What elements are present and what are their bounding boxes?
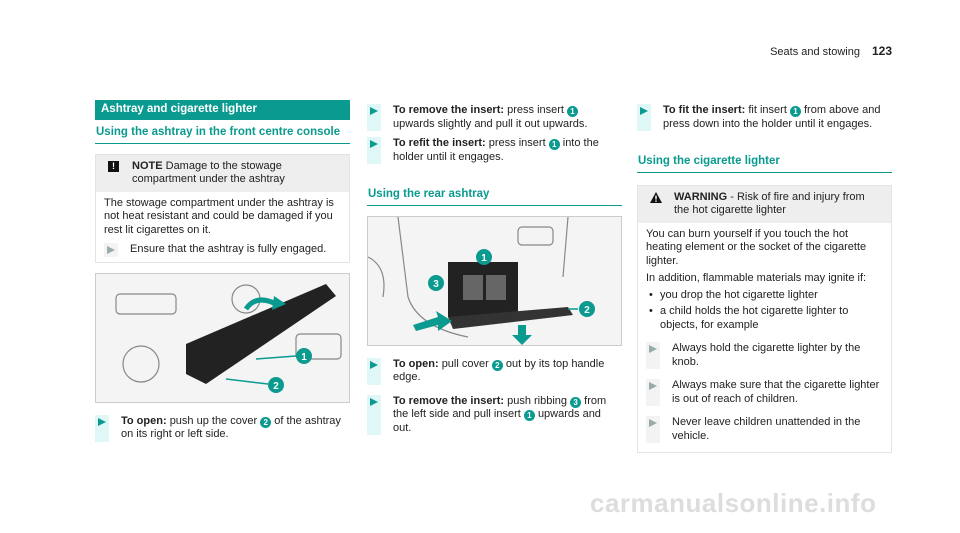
section-title: Seats and stowing [770,46,860,58]
step-open-rear: To open: pull cover 2 out by its top han… [367,357,622,385]
callout-badge: 1 [789,106,801,117]
step-text: press insert [507,104,564,116]
callout-1: 1 [301,352,307,363]
step-text: push up the cover [169,414,258,427]
step-arrow-icon [367,104,381,131]
step-arrow-icon [646,416,660,443]
warning-list: you drop the hot cigarette lighter a chi… [646,289,883,333]
warning-step: Never leave children unattended in the v… [646,416,883,443]
note-box: ! NOTE Damage to the stowage compartment … [95,153,350,263]
page-number: 123 [871,44,892,58]
step-text: pull cover [441,357,489,370]
column-3: To fit the insert: fit insert 1 from abo… [637,100,892,453]
list-item: you drop the hot cigarette lighter [646,289,883,303]
step-text: Always hold the cigarette lighter by the… [672,342,861,368]
warning-box: WARNING - Risk of fire and injury from t… [637,184,892,453]
step-remove-insert-rear: To remove the insert: push ribbing 3 fro… [367,394,622,435]
note-title: Damage to the stowage compartment under … [132,159,285,186]
step-arrow-icon [646,342,660,369]
step-text: fit insert [748,104,787,116]
warning-step: Always hold the cigarette lighter by the… [646,342,883,369]
section-band: Ashtray and cigarette lighter [95,100,350,120]
step-bold: To open: [121,414,167,427]
step-text: from above and press down into the holde… [663,104,881,130]
subheading-rear: Using the rear ashtray [367,186,622,206]
callout-2: 2 [273,381,279,392]
watermark: carmanualsonline.info [590,488,877,518]
column-2: To remove the insert: press insert 1 upw… [367,100,622,435]
step-text: Ensure that the ashtray is fully engaged… [130,243,327,255]
step-arrow-icon [367,137,381,164]
page-header: Seats and stowing 123 [770,44,892,60]
column-1: Ashtray and cigarette lighter Using the … [95,100,350,442]
step-text: upwards and out. [393,408,601,434]
list-item: a child holds the hot cigarette lighter … [646,305,883,332]
warning-paragraph: In addition, flammable materials may ign… [646,272,867,284]
front-ashtray-figure: 1 2 [95,272,350,403]
step-arrow-icon [95,414,109,442]
step-arrow-icon [367,357,381,385]
step-text: into the holder until it engages. [393,137,599,163]
subheading-lighter: Using the cigarette lighter [637,153,892,173]
step-arrow-icon [637,104,651,131]
note-label: NOTE [132,159,163,172]
callout-1: 1 [481,253,487,264]
step-remove-insert: To remove the insert: press insert 1 upw… [367,104,622,131]
callout-badge: 2 [260,416,272,428]
step-fit-insert: To fit the insert: fit insert 1 from abo… [637,104,892,131]
callout-badge: 3 [570,396,582,408]
step-arrow-icon [104,243,118,257]
callout-2: 2 [584,305,590,316]
warning-triangle-icon [650,191,662,208]
callout-badge: 1 [567,106,579,117]
note-body: The stowage compartment under the ashtra… [104,196,334,236]
front-ashtray-illustration: 1 2 [96,273,349,402]
step-text: from the left side and pull insert [393,394,607,421]
step-text: of the ashtray on its right or left side… [121,414,341,441]
callout-3: 3 [433,279,439,290]
step-text: Always make sure that the cigarette ligh… [672,379,880,405]
step-bold: To remove the insert: [393,104,505,116]
callout-badge: 2 [491,359,503,371]
warning-step: Always make sure that the cigarette ligh… [646,379,883,406]
rear-ashtray-figure: 1 2 3 [367,215,622,346]
warning-paragraph: You can burn yourself if you touch the h… [646,227,867,267]
step-bold: To refit the insert: [393,137,486,149]
step-refit-insert: To refit the insert: press insert 1 into… [367,137,622,164]
step-arrow-icon [367,394,381,435]
step-text: Never leave children unattended in the v… [672,416,861,442]
step-bold: To open: [393,357,439,370]
step-text: push ribbing [507,394,568,407]
step-text: upwards slightly and pull it out upwards… [393,117,588,130]
step-bold: To fit the insert: [663,104,746,116]
callout-badge: 1 [523,410,535,421]
note-step: Ensure that the ashtray is fully engaged… [104,243,341,257]
step-text: out by its top handle edge. [393,357,605,384]
warning-title: - Risk of fire and injury from the hot c… [674,190,865,217]
exclamation-icon: ! [108,160,119,172]
subheading-front: Using the ashtray in the front centre co… [95,124,350,144]
callout-badge: 1 [548,139,560,150]
rear-ashtray-illustration: 1 2 3 [368,216,621,345]
step-text: press insert [488,137,546,149]
warning-label: WARNING [674,190,728,203]
step-bold: To remove the insert: [393,394,505,407]
step-open-front: To open: push up the cover 2 of the asht… [95,414,350,442]
step-arrow-icon [646,379,660,406]
